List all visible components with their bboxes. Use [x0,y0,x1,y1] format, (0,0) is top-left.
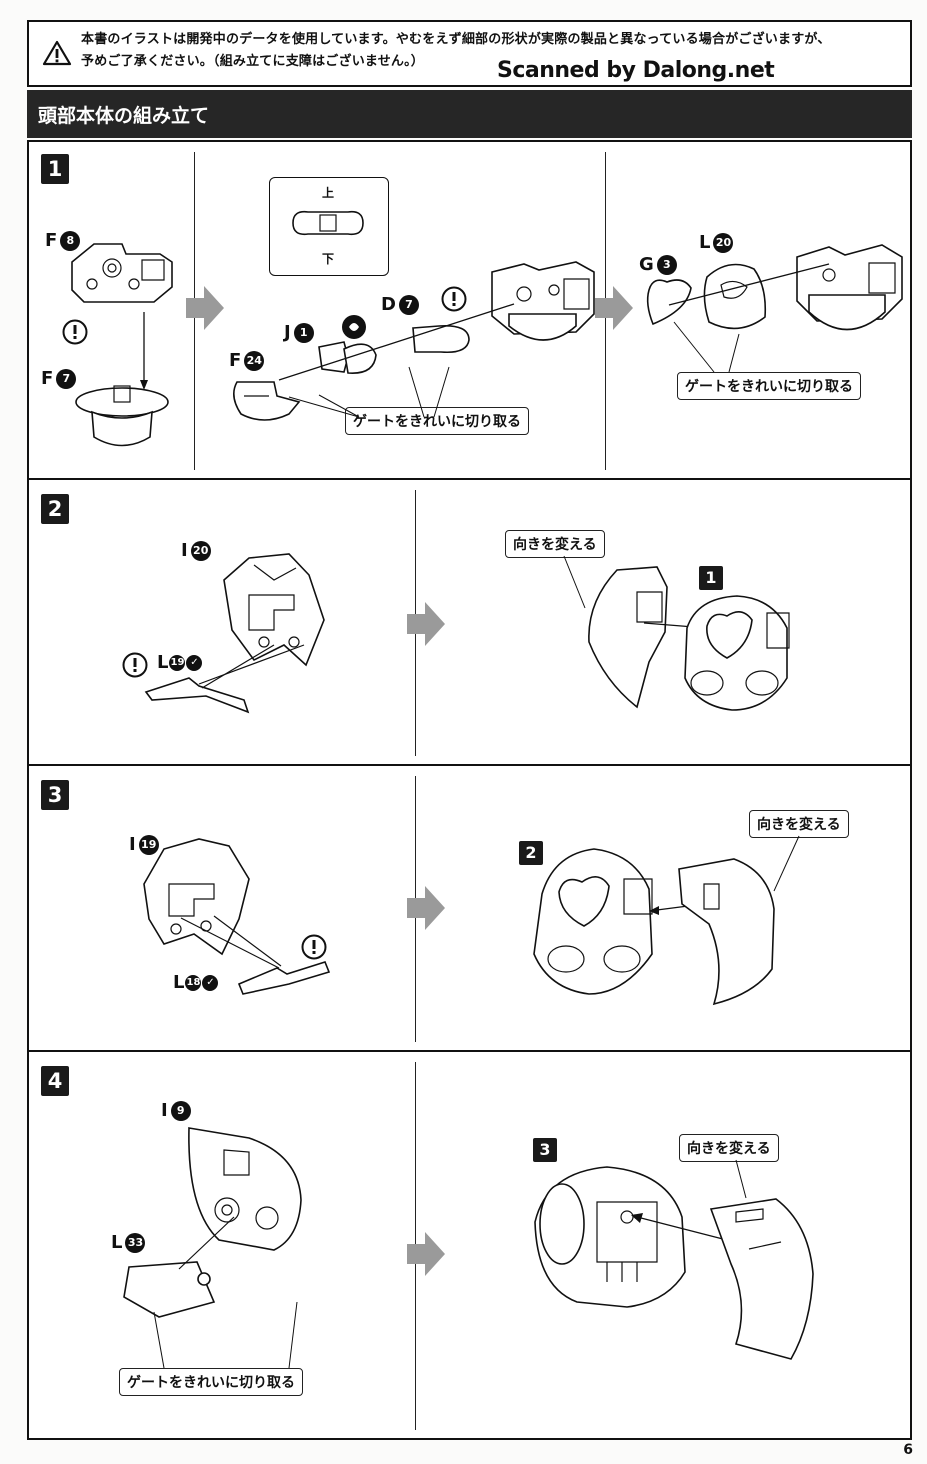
assembly-arrow [140,312,148,390]
part-i20-illustration [223,553,325,667]
side-shell-illustration [709,1198,814,1360]
watermark: Scanned by Dalong.net [497,58,775,83]
callout-leaders [735,1159,747,1199]
notice-line-1: 本書のイラストは開発中のデータを使用しています。やむをえず細部の形状が実際の製品… [81,32,831,47]
section-title: 頭部本体の組み立て [38,105,210,127]
callout-leaders [153,1301,298,1369]
warning-icon [42,40,72,66]
ref-step-2: 2 [519,841,543,865]
callout-change-direction: 向きを変える [505,530,605,558]
part-g3-heart-illustration [646,279,692,326]
section-header: 頭部本体の組み立て [27,90,912,138]
head-frame-illustration [796,244,903,331]
flow-arrow-icon [407,886,445,930]
notice-box: 本書のイラストは開発中のデータを使用しています。やむをえず細部の形状が実際の製品… [27,20,912,87]
ref-step-3: 3 [533,1138,557,1162]
head-assembly-illustration [684,595,790,711]
step-4-number: 4 [41,1066,69,1096]
inset-part-illustration [292,210,364,236]
part-l20-illustration [703,263,767,330]
part-f8-illustration [71,243,173,303]
head-frame-illustration [491,261,595,341]
assembly-line [668,263,830,306]
step-1-number: 1 [41,154,69,184]
step-3-number: 3 [41,780,69,810]
callout-leaders [773,835,800,892]
orientation-inset: 上 下 [269,177,389,276]
inset-top-label: 上 [322,186,335,200]
flow-arrow-icon [407,602,445,646]
callout-cut-gate: ゲートをきれいに切り取る [677,372,861,400]
part-f7-illustration [75,385,169,447]
ref-step-1: 1 [699,566,723,590]
assembly-lines [180,915,282,969]
head-assembly-illustration [534,1166,686,1308]
flow-arrow-icon [595,286,633,330]
callout-cut-gate: ゲートをきれいに切り取る [345,407,529,435]
part-i9-illustration [188,1127,302,1251]
callout-leaders [673,321,740,373]
callout-cut-gate: ゲートをきれいに切り取る [119,1368,303,1396]
callout-change-direction: 向きを変える [679,1134,779,1162]
attention-icon [441,286,467,312]
part-l33-illustration [123,1216,235,1318]
part-l18-illustration [237,961,331,995]
assembly-line [278,303,515,381]
part-l19-illustration [144,644,305,714]
attention-icon [122,652,148,678]
attention-icon [62,319,88,345]
side-shell-illustration [588,566,668,709]
notice-line-2: 予めご了承ください。（組み立てに支障はございません。） [81,54,425,69]
callout-change-direction: 向きを変える [749,810,849,838]
side-shell-illustration [678,858,775,1006]
callout-leaders [563,555,586,609]
head-assembly-illustration [533,848,653,995]
inset-bottom-label: 下 [322,252,335,266]
callout-leaders [288,366,450,418]
part-j1-illustration [318,341,377,374]
page-number: 6 [903,1442,913,1458]
part-f24-illustration [233,381,301,421]
caution-icon [342,315,366,339]
flow-arrow-icon [407,1232,445,1276]
attention-icon [301,934,327,960]
flow-arrow-icon [186,286,224,330]
step-2-number: 2 [41,494,69,524]
